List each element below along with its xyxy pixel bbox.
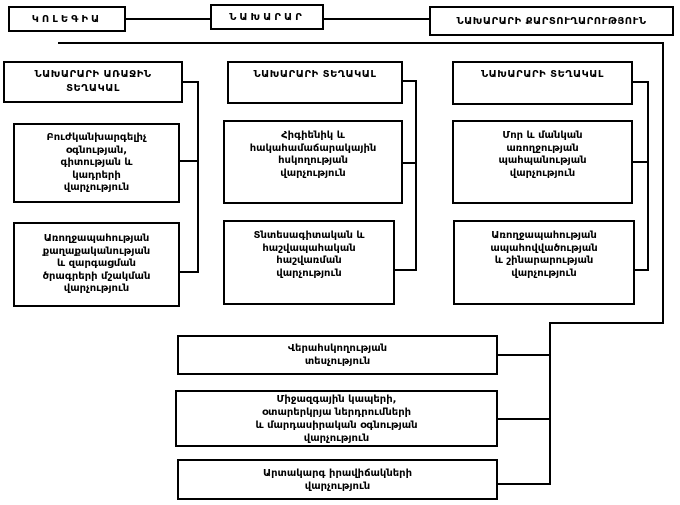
connector-stub-mid-unit1 xyxy=(401,162,417,164)
connector-stub-left-unit1 xyxy=(178,160,199,162)
connector-stub-mid-head xyxy=(401,80,417,82)
node-health-insurance-construction-dept: Առողջապահության ապահովվածության և շինարա… xyxy=(453,220,635,305)
node-collegium: ԿՈԼԵԳԻԱ xyxy=(8,6,126,32)
node-minister: ՆԱԽԱՐԱՐ xyxy=(210,4,324,30)
connector-left-column-bus xyxy=(197,81,199,273)
connector-stub-right-unit2 xyxy=(633,269,649,271)
connector-bottom-bus-vertical xyxy=(549,322,551,485)
connector-stub-supervision xyxy=(496,354,551,356)
node-mother-child-health-dept: Մոր և մանկան առողջության պահպանության վա… xyxy=(452,120,633,204)
connector-right-drop xyxy=(662,42,664,324)
connector-right-column-bus xyxy=(647,81,649,271)
node-deputy-minister-3: ՆԱԽԱՐԱՐԻ ՏԵՂԱԿԱԼ xyxy=(452,61,633,105)
connector-stub-international xyxy=(496,418,551,420)
connector-stub-mid-unit2 xyxy=(393,269,417,271)
node-medical-preventive-care-dept: Բուժկանխարգելիչ օգնության, գիտության և կ… xyxy=(13,123,180,203)
connector-stub-emergency xyxy=(496,483,551,485)
node-minister-secretariat: ՆԱԽԱՐԱՐԻ ՔԱՐՏՈՒՂԱՐՈՒԹՅՈՒՆ xyxy=(429,6,674,36)
node-first-deputy-minister: ՆԱԽԱՐԱՐԻ ԱՌԱՋԻՆ ՏԵՂԱԿԱԼ xyxy=(3,61,183,103)
node-emergency-situations-dept: Արտակարգ իրավիճակների վարչություն xyxy=(177,459,498,500)
node-deputy-minister-2: ՆԱԽԱՐԱՐԻ ՏԵՂԱԿԱԼ xyxy=(227,61,403,104)
node-economic-accounting-dept: Տնտեսագիտական և հաշվապահական հաշվառման վ… xyxy=(223,220,395,305)
node-health-policy-programs-dept: Առողջապահության քաղաքականության և զարգաց… xyxy=(13,222,180,307)
connector-stub-right-head xyxy=(631,81,649,83)
node-supervision-inspectorate: Վերահսկողության տեսչություն xyxy=(177,335,498,375)
connector-mid-column-bus xyxy=(415,80,417,271)
node-hygiene-epidemic-control-dept: Հիգիենիկ և հակահամաճարակային հսկողության… xyxy=(223,120,403,204)
connector-stub-left-unit2 xyxy=(178,271,199,273)
connector-stub-right-unit1 xyxy=(631,161,649,163)
node-international-relations-dept: Միջազգային կապերի, օտարերկրյա ներդրումնե… xyxy=(175,390,498,447)
connector-collegium-minister xyxy=(126,18,210,20)
connector-top-bus xyxy=(58,42,664,44)
connector-stub-left-head xyxy=(181,81,199,83)
connector-minister-secretariat xyxy=(324,18,429,20)
connector-bottom-bus-horizontal xyxy=(549,322,664,324)
